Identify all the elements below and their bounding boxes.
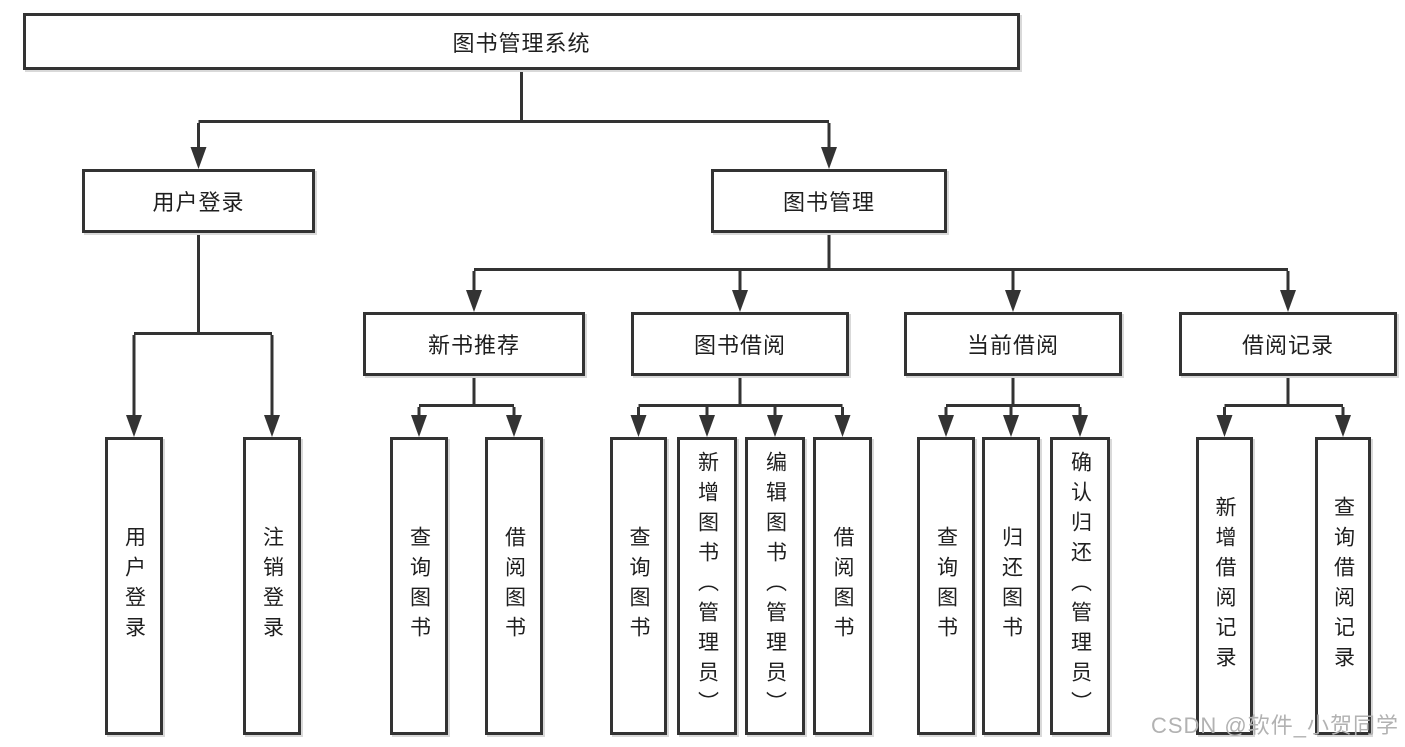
arrowhead-icon xyxy=(834,415,851,437)
arrowhead-icon xyxy=(190,147,207,169)
csdn-watermark: CSDN @软件_小贺同学 xyxy=(1150,713,1399,738)
diagram-node-leaf-borrow-book-2: 借阅图书 xyxy=(813,437,872,735)
arrowhead-icon xyxy=(1005,290,1021,312)
diagram-node-current-borrow: 当前借阅 xyxy=(904,312,1122,376)
arrowhead-icon xyxy=(699,415,715,437)
diagram-node-new-book-rec: 新书推荐 xyxy=(363,312,585,376)
arrowhead-icon xyxy=(821,147,837,169)
diagram-node-book-borrow: 图书借阅 xyxy=(631,312,849,376)
diagram-node-book-mgmt: 图书管理 xyxy=(711,169,947,233)
diagram-node-label: 当前借阅 xyxy=(966,333,1059,358)
diagram-node-label: 借阅记录 xyxy=(1241,333,1334,358)
diagram-node-label: 图书管理系统 xyxy=(452,30,591,56)
diagram-node-leaf-query-record: 查询借阅记录 xyxy=(1315,437,1371,735)
diagram-node-label: 查询借阅记录 xyxy=(1331,496,1355,676)
diagram-node-leaf-query-book-1: 查询图书 xyxy=(390,437,448,735)
diagram-node-label: 编辑图书（管理员） xyxy=(763,451,787,721)
diagram-node-leaf-add-book: 新增图书（管理员） xyxy=(677,437,737,735)
diagram-node-label: 归还图书 xyxy=(999,526,1023,646)
arrowhead-icon xyxy=(1072,415,1088,437)
diagram-node-label: 新书推荐 xyxy=(427,333,520,358)
arrowhead-icon xyxy=(264,415,280,437)
diagram-node-leaf-confirm-return: 确认归还（管理员） xyxy=(1050,437,1110,735)
diagram-node-label: 查询图书 xyxy=(627,526,650,646)
arrowhead-icon xyxy=(506,415,522,437)
diagram-node-label: 确认归还（管理员） xyxy=(1068,451,1092,721)
diagram-node-label: 注销登录 xyxy=(260,526,284,646)
diagram-node-leaf-query-book-3: 查询图书 xyxy=(917,437,975,735)
diagram-node-leaf-return-book: 归还图书 xyxy=(982,437,1040,735)
arrowhead-icon xyxy=(767,415,783,437)
arrowhead-icon xyxy=(1280,290,1296,312)
arrowhead-icon xyxy=(126,415,142,437)
diagram-node-leaf-user-login: 用户登录 xyxy=(105,437,163,735)
arrowhead-icon xyxy=(466,290,482,312)
diagram-node-root: 图书管理系统 xyxy=(23,13,1020,70)
diagram-node-label: 查询图书 xyxy=(934,526,958,646)
diagram-node-leaf-edit-book: 编辑图书（管理员） xyxy=(745,437,805,735)
arrowhead-icon xyxy=(630,415,647,437)
diagram-node-leaf-logout: 注销登录 xyxy=(243,437,301,735)
diagram-node-user-login: 用户登录 xyxy=(82,169,315,233)
diagram-node-label: 新增借阅记录 xyxy=(1213,496,1236,676)
diagram-node-label: 借阅图书 xyxy=(831,526,854,646)
diagram-node-label: 图书管理 xyxy=(782,190,875,215)
diagram-node-borrow-records: 借阅记录 xyxy=(1179,312,1397,376)
diagram-node-leaf-borrow-book-1: 借阅图书 xyxy=(485,437,543,735)
diagram-node-label: 图书借阅 xyxy=(693,333,786,358)
diagram-node-label: 用户登录 xyxy=(122,526,146,646)
arrowhead-icon xyxy=(1216,415,1233,437)
diagram-node-leaf-add-record: 新增借阅记录 xyxy=(1196,437,1253,735)
diagram-node-label: 用户登录 xyxy=(152,190,245,215)
arrowhead-icon xyxy=(1003,415,1019,437)
diagram-node-leaf-query-book-2: 查询图书 xyxy=(610,437,667,735)
arrowhead-icon xyxy=(732,290,748,312)
arrowhead-icon xyxy=(411,415,427,437)
diagram-node-label: 查询图书 xyxy=(407,526,431,646)
arrowhead-icon xyxy=(938,415,954,437)
diagram-node-label: 借阅图书 xyxy=(502,526,526,646)
diagram-node-label: 新增图书（管理员） xyxy=(695,451,719,721)
arrowhead-icon xyxy=(1335,415,1351,437)
